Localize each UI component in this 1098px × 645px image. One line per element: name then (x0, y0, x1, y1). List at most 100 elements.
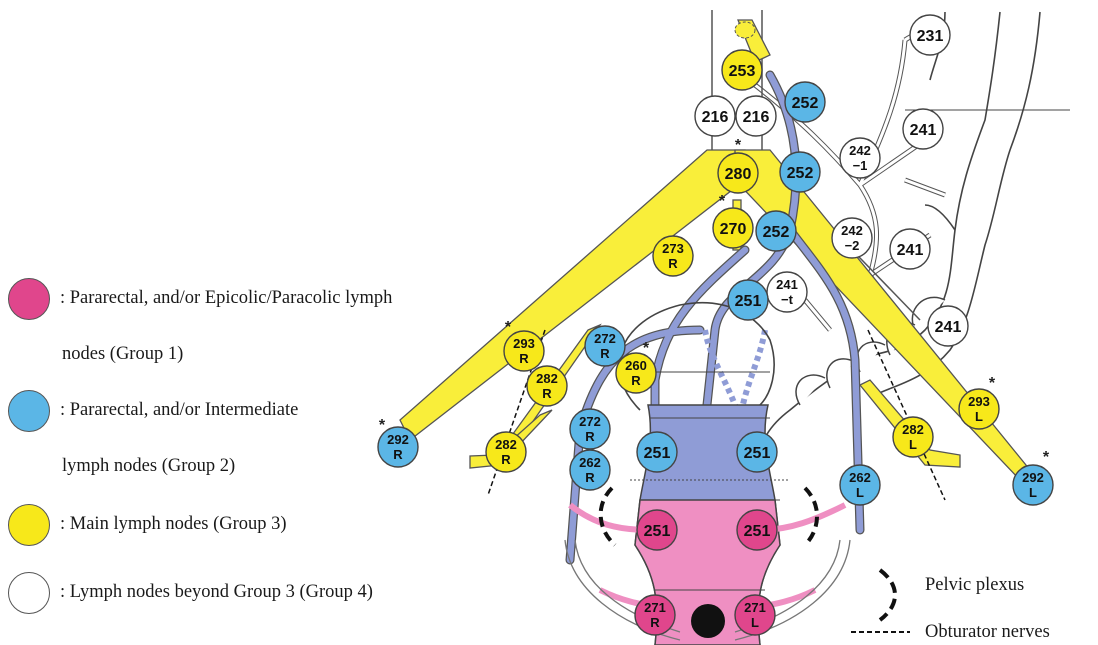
legend-group4-line1: : Lymph nodes beyond Group 3 (Group 4) (60, 572, 373, 602)
legend-item-group3: : Main lymph nodes (Group 3) (8, 504, 287, 546)
lymph-node-n270: 270 (713, 208, 753, 248)
obturator-nerves-label: Obturator nerves (925, 622, 1050, 643)
node-label: R (585, 429, 595, 444)
node-label: 272 (594, 331, 616, 346)
legend-item-group2: : Pararectal, and/or Intermediate lymph … (8, 390, 298, 476)
pelvic-plexus-label: Pelvic plexus (925, 575, 1024, 596)
node-label: −t (781, 292, 794, 307)
asterisk-mark: * (643, 340, 650, 357)
lymph-node-n292L: 292L (1013, 465, 1053, 505)
group2-swatch (8, 390, 50, 432)
node-label: 231 (917, 28, 944, 45)
node-label: 270 (720, 221, 747, 238)
lymph-node-n282L: 282L (893, 417, 933, 457)
asterisk-mark: * (735, 137, 742, 154)
node-label: 260 (625, 358, 647, 373)
group3-swatch (8, 504, 50, 546)
lymph-node-n251pR: 251 (737, 510, 777, 550)
node-label: R (585, 470, 595, 485)
node-label: 251 (744, 523, 771, 540)
node-label: 252 (763, 224, 790, 241)
node-label: 241 (776, 277, 798, 292)
node-label: R (519, 351, 529, 366)
node-label: 252 (792, 95, 819, 112)
node-label: 271 (744, 600, 766, 615)
node-label: 282 (902, 422, 924, 437)
node-label: 282 (495, 437, 517, 452)
node-label: 292 (387, 432, 409, 447)
lymph-node-n252c: 252 (756, 211, 796, 251)
lymph-node-n260R: 260R (616, 353, 656, 393)
group1-swatch (8, 278, 50, 320)
node-label: 280 (725, 166, 752, 183)
legend-group1-line2: nodes (Group 1) (60, 308, 392, 364)
lymph-node-n251pL: 251 (637, 510, 677, 550)
legend-item-group1: : Pararectal, and/or Epicolic/Paracolic … (8, 278, 392, 364)
node-label: 251 (744, 445, 771, 462)
lymph-node-n242_1: 242−1 (840, 138, 880, 178)
node-label: 242 (841, 223, 863, 238)
lymph-node-n251top: 251 (728, 280, 768, 320)
node-label: R (631, 373, 641, 388)
lymph-node-n293L: 293L (959, 389, 999, 429)
node-label: L (975, 409, 983, 424)
group4-swatch (8, 572, 50, 614)
lymph-node-n216b: 216 (736, 96, 776, 136)
asterisk-mark: * (505, 319, 512, 336)
node-label: 241 (910, 122, 937, 139)
lymph-node-n280: 280 (718, 153, 758, 193)
node-label: 251 (735, 293, 762, 310)
node-label: 216 (702, 109, 729, 126)
lymph-node-n241c: 241 (928, 306, 968, 346)
legend-group3-line1: : Main lymph nodes (Group 3) (60, 504, 287, 534)
lymph-node-n241t: 241−t (767, 272, 807, 312)
node-label: R (600, 346, 610, 361)
lymph-node-n241a: 241 (903, 109, 943, 149)
asterisk-mark: * (379, 417, 386, 434)
node-label: R (393, 447, 403, 462)
lymph-node-n271R: 271R (635, 595, 675, 635)
legend-group1-line1: : Pararectal, and/or Epicolic/Paracolic … (60, 278, 392, 308)
node-label: 251 (644, 445, 671, 462)
node-label: −2 (845, 238, 860, 253)
legend-group2-line2: lymph nodes (Group 2) (60, 420, 298, 476)
node-label: 216 (743, 109, 770, 126)
lymph-node-n271L: 271L (735, 595, 775, 635)
node-label: R (542, 386, 552, 401)
node-label: 271 (644, 600, 666, 615)
lymph-node-n242_2: 242−2 (832, 218, 872, 258)
asterisk-mark: * (719, 193, 726, 210)
node-label: R (668, 256, 678, 271)
lymph-node-n253: 253 (722, 50, 762, 90)
node-label: 242 (849, 143, 871, 158)
node-label: 273 (662, 241, 684, 256)
node-label: 282 (536, 371, 558, 386)
lymph-node-n252a: 252 (785, 82, 825, 122)
node-label: R (501, 452, 511, 467)
node-label: 251 (644, 523, 671, 540)
lymph-node-n252b: 252 (780, 152, 820, 192)
node-label: 293 (968, 394, 990, 409)
node-label: L (1029, 485, 1037, 500)
node-label: L (751, 615, 759, 630)
key-pelvic-plexus-mark (880, 570, 895, 620)
legend-group2-line1: : Pararectal, and/or Intermediate (60, 390, 298, 420)
node-label: 262 (849, 470, 871, 485)
dashed-vessel-end (735, 22, 755, 38)
node-label: 292 (1022, 470, 1044, 485)
node-label: 241 (897, 242, 924, 259)
lymph-node-n216a: 216 (695, 96, 735, 136)
anus-marker (691, 604, 725, 638)
lymph-node-n241b: 241 (890, 229, 930, 269)
node-label: 262 (579, 455, 601, 470)
node-label: 272 (579, 414, 601, 429)
